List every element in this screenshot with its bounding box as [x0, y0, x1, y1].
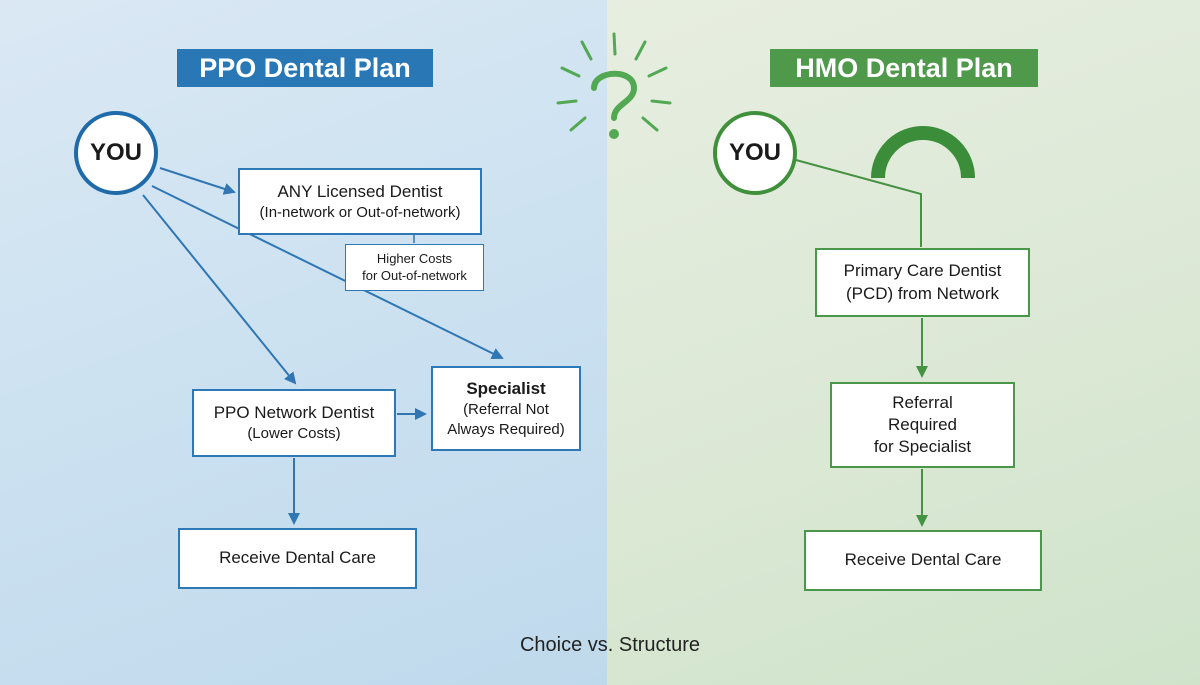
- ppo-network-dentist-box: PPO Network Dentist (Lower Costs): [192, 389, 396, 457]
- any-licensed-dentist-box: ANY Licensed Dentist (In-network or Out-…: [238, 168, 482, 235]
- question-mark-burst-icon: [556, 32, 672, 139]
- specialist-title: Specialist: [466, 378, 546, 398]
- pcd-line1: Primary Care Dentist: [843, 261, 1002, 281]
- hmo-receive-care-box: Receive Dental Care: [804, 530, 1042, 591]
- primary-care-dentist-box: Primary Care Dentist (PCD) from Network: [815, 248, 1030, 317]
- referral-line3: for Specialist: [873, 437, 972, 457]
- specialist-box: Specialist (Referral Not Always Required…: [431, 366, 581, 451]
- pcd-line2: (PCD) from Network: [845, 283, 999, 303]
- ppo-you-node: YOU: [74, 111, 158, 195]
- ppo-care-label: Receive Dental Care: [219, 548, 376, 568]
- specialist-line2: Always Required): [447, 420, 565, 438]
- arrow-you-to-any-dentist: [159, 167, 236, 195]
- gatekeeper-arch-icon: [871, 126, 975, 179]
- ppo-plan-title: PPO Dental Plan: [177, 49, 433, 87]
- arrow-you-to-network-dentist: [142, 194, 297, 385]
- hmo-care-label: Receive Dental Care: [844, 550, 1002, 570]
- network-dentist-title: PPO Network Dentist: [213, 403, 375, 423]
- referral-required-box: Referral Required for Specialist: [830, 382, 1015, 468]
- arrow-you-to-specialist: [151, 185, 504, 359]
- higher-costs-note: Higher Costs for Out-of-network: [345, 244, 484, 291]
- hmo-plan-title: HMO Dental Plan: [770, 49, 1038, 87]
- hmo-you-node: YOU: [713, 111, 797, 195]
- specialist-line1: (Referral Not: [463, 401, 549, 419]
- higher-costs-line1: Higher Costs: [376, 250, 453, 266]
- ppo-receive-care-box: Receive Dental Care: [178, 528, 417, 589]
- any-dentist-subtitle: (In-network or Out-of-network): [259, 203, 461, 221]
- network-dentist-subtitle: (Lower Costs): [247, 425, 341, 443]
- footer-caption: Choice vs. Structure: [519, 634, 701, 656]
- higher-costs-line2: for Out-of-network: [362, 267, 467, 283]
- referral-line1: Referral: [892, 392, 953, 412]
- referral-line2: Required: [888, 414, 957, 434]
- any-dentist-title: ANY Licensed Dentist: [277, 181, 443, 201]
- connector-you-to-gate: [795, 159, 922, 247]
